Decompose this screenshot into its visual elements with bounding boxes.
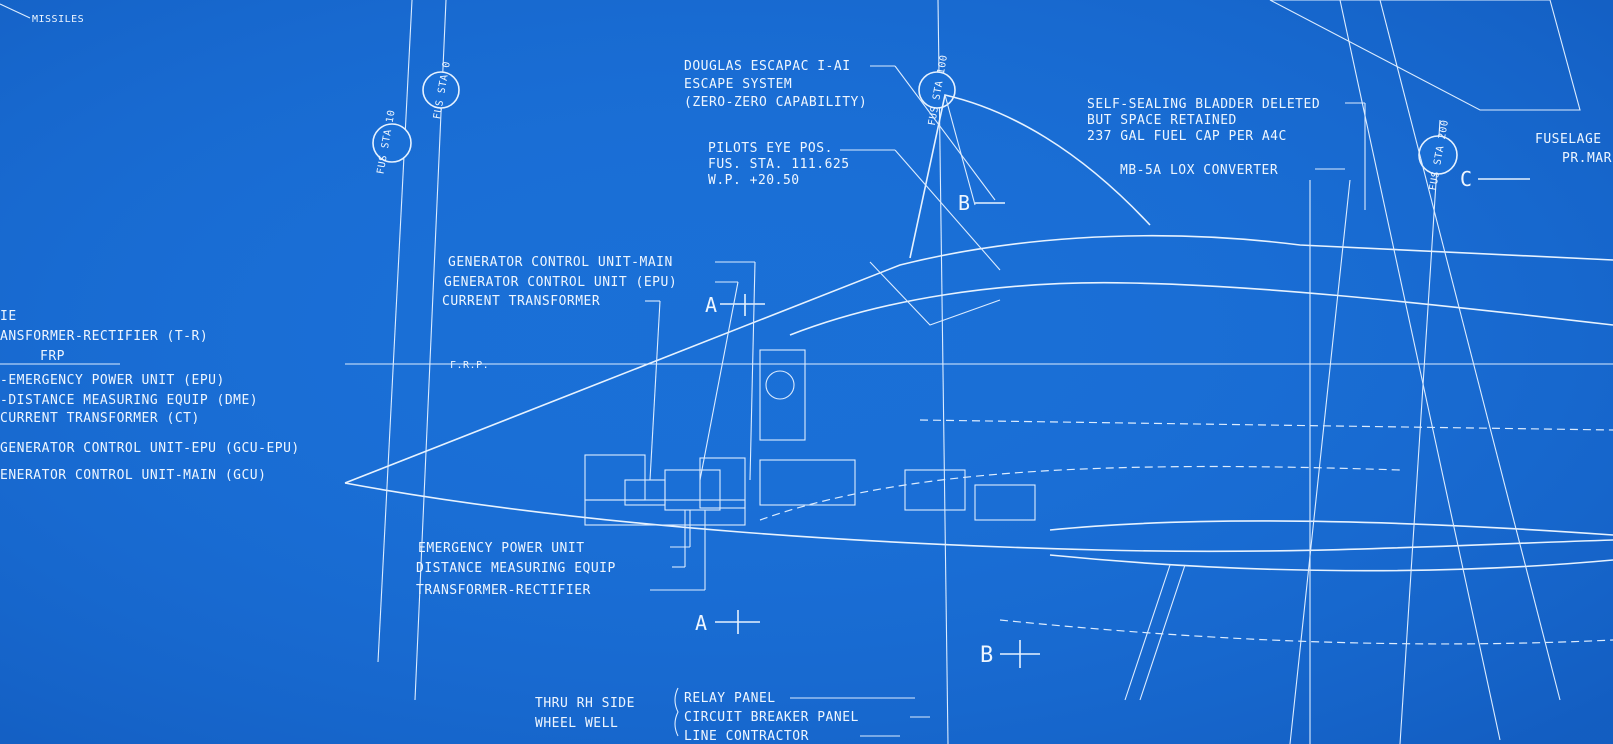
svg-text:BUT SPACE RETAINED: BUT SPACE RETAINED bbox=[1087, 113, 1237, 128]
section-marker-c: C bbox=[1460, 167, 1530, 191]
label-thru-wheel-well: THRU RH SIDE WHEEL WELL bbox=[535, 696, 635, 731]
svg-text:FRP: FRP bbox=[40, 349, 65, 364]
svg-text:W.P. +20.50: W.P. +20.50 bbox=[708, 173, 800, 188]
section-marker-a-top: A bbox=[705, 293, 765, 317]
equipment-boxes bbox=[584, 349, 1036, 526]
svg-text:MISSILES: MISSILES bbox=[32, 14, 84, 25]
svg-text:A: A bbox=[695, 611, 708, 635]
label-gcu-main: GENERATOR CONTROL UNIT-MAIN bbox=[448, 255, 673, 270]
label-lox: MB-5A LOX CONVERTER bbox=[1120, 163, 1278, 178]
label-pilots-eye: PILOTS EYE POS. FUS. STA. 111.625 W.P. +… bbox=[708, 141, 850, 188]
svg-text:THRU RH SIDE: THRU RH SIDE bbox=[535, 696, 635, 711]
station-lines bbox=[345, 0, 1613, 744]
svg-text:A: A bbox=[705, 293, 718, 317]
legend: IE ANSFORMER-RECTIFIER (T-R) FRP -EMERGE… bbox=[0, 309, 300, 483]
svg-text:GENERATOR CONTROL UNIT-EPU (GC: GENERATOR CONTROL UNIT-EPU (GCU-EPU) bbox=[0, 441, 300, 456]
svg-text:C: C bbox=[1460, 167, 1473, 191]
fuselage-outline bbox=[344, 0, 1613, 744]
label-frp: F.R.P. bbox=[450, 360, 489, 371]
svg-text:237 GAL FUEL CAP PER A4C: 237 GAL FUEL CAP PER A4C bbox=[1087, 129, 1287, 144]
label-bladder: SELF-SEALING BLADDER DELETED BUT SPACE R… bbox=[1087, 97, 1320, 144]
label-relay-panel: RELAY PANEL bbox=[684, 691, 776, 706]
label-circuit-breaker: CIRCUIT BREAKER PANEL bbox=[684, 710, 859, 725]
label-prmar: PR.MAR bbox=[1562, 151, 1612, 166]
section-marker-b-top: B bbox=[958, 191, 1005, 215]
label-missiles: MISSILES bbox=[0, 3, 84, 25]
label-epu: EMERGENCY POWER UNIT bbox=[418, 541, 585, 556]
label-line-contractor: LINE CONTRACTOR bbox=[684, 729, 809, 744]
station-bubble-fus-sta-0: FUS STA 0 bbox=[422, 60, 460, 120]
svg-text:SELF-SEALING BLADDER DELETED: SELF-SEALING BLADDER DELETED bbox=[1087, 97, 1320, 112]
label-escapac: DOUGLAS ESCAPAC I-AI ESCAPE SYSTEM (ZERO… bbox=[684, 59, 867, 110]
leader-lines bbox=[645, 65, 1366, 737]
svg-text:DOUGLAS ESCAPAC I-AI: DOUGLAS ESCAPAC I-AI bbox=[684, 59, 851, 74]
label-fuselage: FUSELAGE bbox=[1535, 132, 1602, 147]
svg-text:FUS. STA. 111.625: FUS. STA. 111.625 bbox=[708, 157, 850, 172]
svg-text:PILOTS EYE POS.: PILOTS EYE POS. bbox=[708, 141, 833, 156]
svg-text:ESCAPE SYSTEM: ESCAPE SYSTEM bbox=[684, 77, 792, 92]
label-tr: TRANSFORMER-RECTIFIER bbox=[416, 583, 591, 598]
svg-text:IE: IE bbox=[0, 309, 17, 324]
svg-text:(ZERO-ZERO CAPABILITY): (ZERO-ZERO CAPABILITY) bbox=[684, 95, 867, 110]
svg-text:B: B bbox=[958, 191, 971, 215]
svg-text:-EMERGENCY POWER UNIT (EPU): -EMERGENCY POWER UNIT (EPU) bbox=[0, 373, 225, 388]
station-bubble-fus-sta-200: FUS STA 200 bbox=[1418, 119, 1458, 192]
svg-text:B: B bbox=[980, 643, 994, 668]
svg-text:CURRENT TRANSFORMER (CT): CURRENT TRANSFORMER (CT) bbox=[0, 411, 200, 426]
section-marker-a-bottom: A bbox=[695, 610, 760, 635]
label-current-transformer: CURRENT TRANSFORMER bbox=[442, 294, 600, 309]
svg-text:-DISTANCE MEASURING EQUIP (DME: -DISTANCE MEASURING EQUIP (DME) bbox=[0, 393, 258, 408]
svg-text:ANSFORMER-RECTIFIER (T-R): ANSFORMER-RECTIFIER (T-R) bbox=[0, 329, 208, 344]
section-marker-b-bottom: B bbox=[980, 640, 1040, 668]
svg-text:ENERATOR CONTROL UNIT-MAIN (GC: ENERATOR CONTROL UNIT-MAIN (GCU) bbox=[0, 468, 266, 483]
label-dme: DISTANCE MEASURING EQUIP bbox=[416, 561, 616, 576]
svg-text:WHEEL WELL: WHEEL WELL bbox=[535, 716, 618, 731]
label-gcu-epu: GENERATOR CONTROL UNIT (EPU) bbox=[444, 275, 677, 290]
